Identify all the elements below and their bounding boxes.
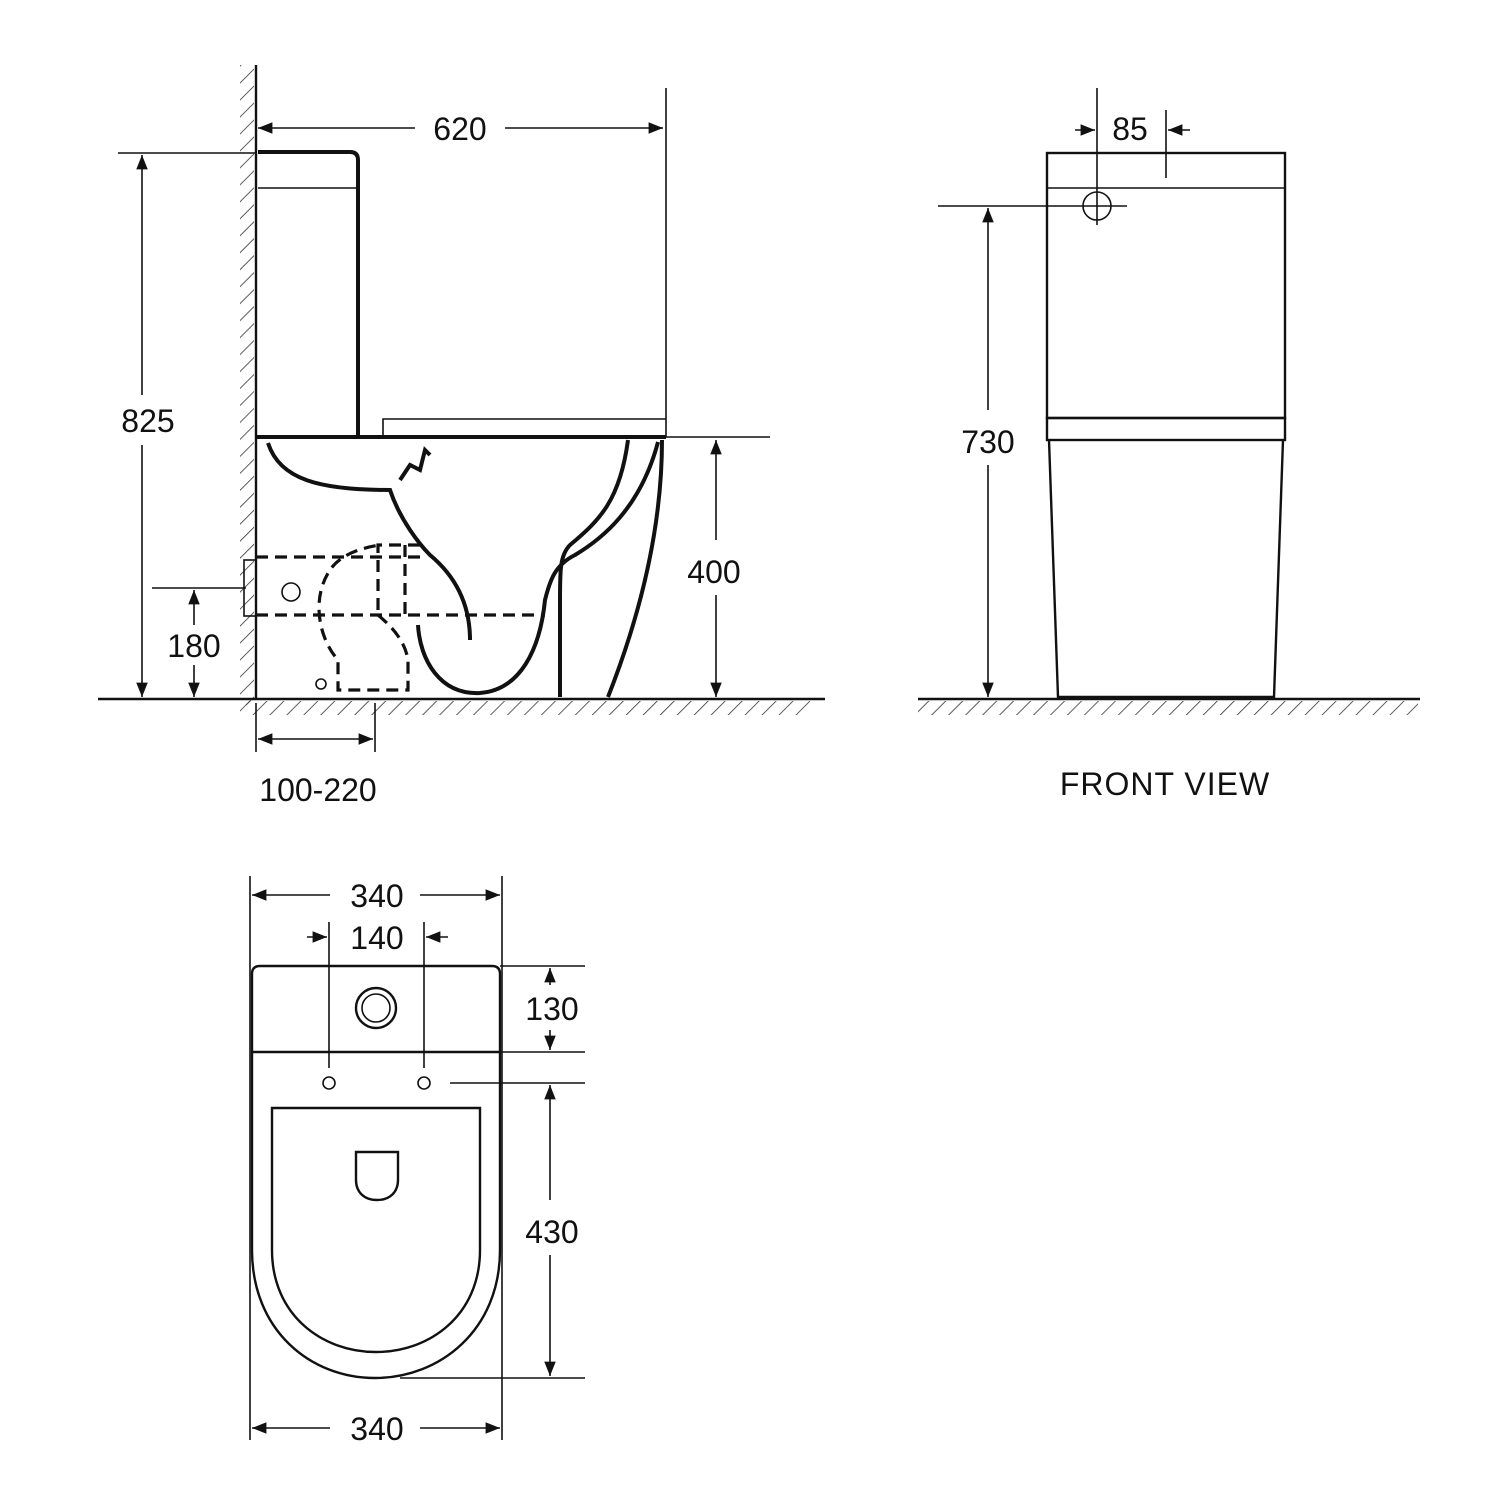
side-view: 620 825 400 180 100-220 [98, 65, 825, 808]
dim-roughin-label: 100-220 [259, 772, 376, 808]
dim-140-label: 140 [350, 920, 403, 956]
top-view: 340 140 130 430 340 [249, 876, 585, 1447]
bowl-outer [606, 439, 664, 698]
wall-hatch [240, 65, 254, 705]
bowl-inner-front [558, 439, 630, 697]
top-outline [250, 964, 502, 1380]
front-seat-band [1045, 416, 1287, 442]
dim-730-label: 730 [961, 424, 1014, 460]
floor-hatch [240, 701, 810, 715]
top-bowl-opening [354, 1150, 400, 1202]
cistern-outline [258, 150, 360, 437]
dim-340top-label: 340 [350, 878, 403, 914]
small-hole [315, 678, 327, 690]
bolt-right [417, 1076, 431, 1090]
front-cistern [1045, 151, 1287, 420]
dim-85-label: 85 [1112, 111, 1148, 147]
dim-180-label: 180 [167, 628, 220, 664]
front-floor-hatch [918, 701, 1418, 715]
pipe-dash-s [317, 543, 420, 692]
inlet-hole [281, 582, 301, 602]
front-view: 85 730 FRONT VIEW [918, 88, 1420, 802]
trapway [266, 442, 472, 641]
dim-400-label: 400 [687, 554, 740, 590]
dim-340bot-label: 340 [350, 1411, 403, 1447]
dim-620-label: 620 [433, 111, 486, 147]
dim-825-label: 825 [121, 403, 174, 439]
bowl-inner-back [416, 441, 660, 696]
top-seat [270, 1106, 482, 1354]
flush-button-outer [354, 986, 398, 1030]
bolt-left [322, 1076, 336, 1090]
dim-130-label: 130 [525, 991, 578, 1027]
seat-lid [382, 418, 666, 437]
front-view-label: FRONT VIEW [1060, 766, 1270, 802]
flush-valve [398, 446, 432, 482]
dim-430-label: 430 [525, 1214, 578, 1250]
flush-button-inner [361, 993, 391, 1023]
front-pedestal [1047, 439, 1285, 699]
